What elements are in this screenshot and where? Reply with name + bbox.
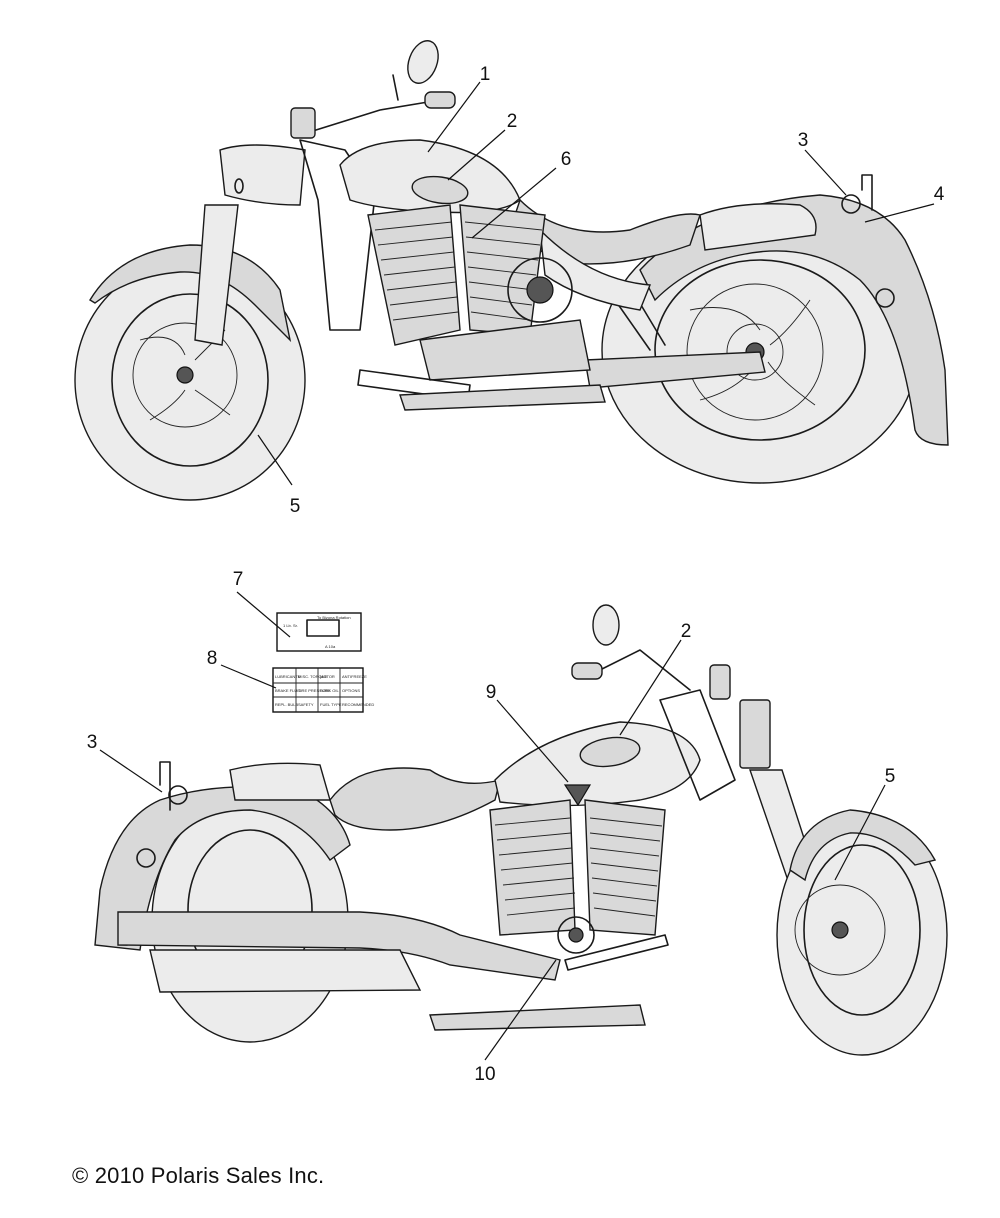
decal-8-cell: BRAKE FLUID [275, 688, 301, 693]
callout-10: 10 [474, 1064, 495, 1085]
callout-2: 2 [507, 111, 518, 132]
decal-8-cell: REPL. BULB [275, 702, 298, 707]
decal-8-cell: TIRE PRESSURE [298, 688, 331, 693]
tank-emblem-decal [411, 175, 469, 205]
decal-8-cell: OPTIONS [342, 688, 360, 693]
front-fairing [219, 144, 306, 206]
front-fender-bottom [789, 809, 937, 882]
front-fender [89, 244, 292, 343]
callout-1: 1 [480, 64, 491, 85]
callout-7: 7 [233, 569, 244, 590]
motorcycle-top-view [74, 40, 949, 501]
callout-3: 3 [87, 732, 98, 753]
rear-fender [639, 194, 949, 446]
leader-lines [99, 81, 935, 1061]
decal-7-text-1: 1 Lb. Sr. [283, 623, 298, 628]
decal-8-cell: RECOMMENDED [342, 702, 374, 707]
rear-rim [654, 259, 866, 441]
headlight [739, 699, 771, 769]
swingarm [584, 351, 766, 389]
motorcycle-bottom-view [94, 604, 948, 1056]
front-fork [194, 204, 239, 346]
decal-7-text-3: A 10a [325, 644, 336, 649]
seat-bottom [329, 767, 501, 831]
rear-brake-disc [686, 283, 824, 421]
engine-bottom [489, 784, 666, 954]
rear-reflector [841, 194, 861, 214]
callouts-top: 1 2 3 4 5 6 [290, 64, 945, 517]
decal-8-cell: FORK OIL [320, 688, 339, 693]
callout-4: 4 [934, 184, 945, 205]
decal-7-label: 1 Lb. Sr. To Bizona Rotation A 10a [276, 612, 362, 652]
engine-badge-decal [563, 784, 592, 807]
mirror-bottom [592, 604, 620, 646]
tank-emblem-decal-bottom [579, 736, 641, 768]
decal-8-cell: FUEL TYPE [320, 702, 342, 707]
decal-8-cell: ANTIFREEZE [342, 674, 367, 679]
callouts-bottom: 7 8 2 9 3 5 10 [87, 569, 896, 1085]
callout-5: 5 [290, 496, 301, 517]
callout-6: 6 [561, 149, 572, 170]
rear-fender-bottom [94, 785, 351, 951]
callout-9: 9 [486, 682, 497, 703]
front-rim [111, 293, 269, 467]
callout-8: 8 [207, 648, 218, 669]
decal-8-cell: MISC. TORQUE [298, 674, 328, 679]
decal-8-cell: MOTOR [320, 674, 335, 679]
mirror [407, 40, 439, 84]
callout-3: 3 [798, 130, 809, 151]
decal-8-label: LUBRICANTE MISC. TORQUE MOTOR ANTIFREEZE… [272, 667, 374, 713]
front-brake-disc [132, 322, 238, 428]
callout-2: 2 [681, 621, 692, 642]
decal-7-text-2: To Bizona Rotation [317, 615, 351, 620]
rear-reflector-bottom [168, 785, 188, 805]
copyright-notice: © 2010 Polaris Sales Inc. [72, 1163, 325, 1188]
callout-5: 5 [885, 766, 896, 787]
decal-8-cell: SAFETY [298, 702, 314, 707]
engine [357, 204, 591, 401]
decal-8-cell: LUBRICANTE [275, 674, 301, 679]
